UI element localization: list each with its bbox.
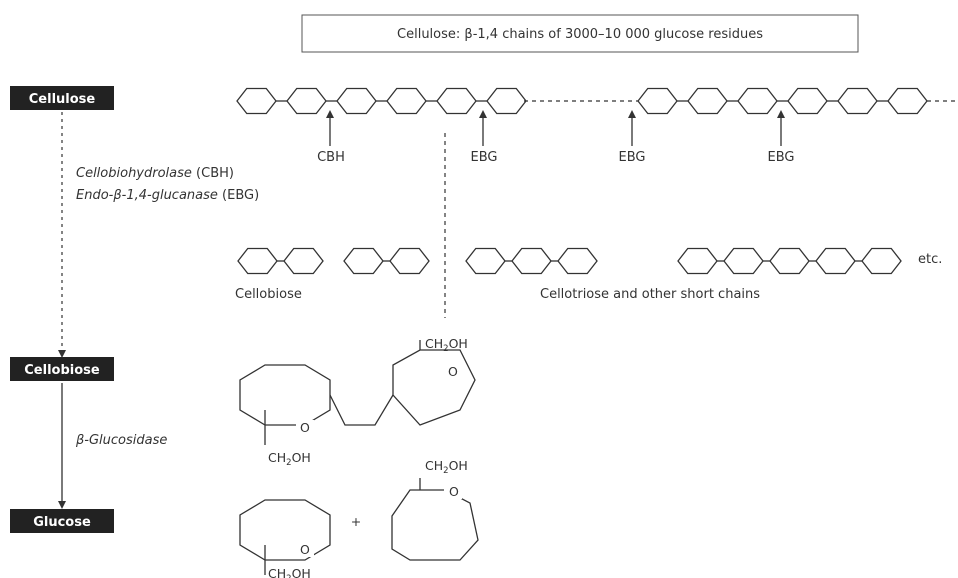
glucose-ch2oh-label-right: CH2OH — [425, 458, 468, 476]
product-chains — [237, 247, 902, 275]
chain-left-ring-1 — [236, 87, 277, 115]
stage-glucose: Glucose — [10, 509, 114, 533]
title-text: Cellulose: β-1,4 chains of 3000–10 000 g… — [397, 27, 763, 42]
cellobiose-product-a-ring-2 — [283, 247, 324, 275]
stage-cellulose-box — [10, 86, 114, 110]
cellotriose-product-ring-3 — [557, 247, 598, 275]
enzyme-bglucosidase-label: β-Glucosidase — [75, 433, 167, 448]
short-chain-product-ring-5 — [861, 247, 902, 275]
chain-right-ring-3 — [737, 87, 778, 115]
cellobiose-product-b-ring-2 — [389, 247, 430, 275]
short-chain-product-ring-2 — [723, 247, 764, 275]
chain-left-ring-6 — [486, 87, 527, 115]
chain-left-ring-3 — [336, 87, 377, 115]
ring-o-mask-left — [296, 420, 314, 435]
chain-left-ring-5 — [436, 87, 477, 115]
cellobiose-product-a-ring-1 — [237, 247, 278, 275]
title-box: Cellulose: β-1,4 chains of 3000–10 000 g… — [301, 14, 859, 53]
chain-right-ring-1 — [637, 87, 678, 115]
stage-glucose-label: Glucose — [33, 515, 91, 530]
ring-o-mask-right — [444, 364, 462, 379]
cellotriose-product-ring-2 — [511, 247, 552, 275]
cut-label-ebg-3: EBG — [768, 150, 795, 165]
cellobiose-ring-left — [239, 364, 331, 426]
short-chain-product-ring-4 — [815, 247, 856, 275]
cellobiose-structure: O O CH2OH CH2OH — [239, 336, 476, 468]
cut-label-ebg-1: EBG — [471, 150, 498, 165]
plus-sign: + — [351, 514, 361, 529]
cellotriose-product-ring-1 — [465, 247, 506, 275]
ch2oh-label-left: CH2OH — [268, 450, 311, 468]
cut-label-cbh: CBH — [317, 150, 345, 165]
glucose-oxygen-right: O — [449, 484, 459, 499]
title-box-frame — [301, 14, 859, 53]
stage-cellulose: Cellulose — [10, 86, 114, 110]
ring-oxygen-left: O — [300, 420, 310, 435]
product-label-cellobiose: Cellobiose — [235, 287, 302, 302]
cut-label-ebg-2: EBG — [619, 150, 646, 165]
short-chain-product-ring-3 — [769, 247, 810, 275]
glucose-o-mask-left — [296, 542, 314, 557]
stage-cellulose-label: Cellulose — [29, 92, 96, 107]
chain-left-ring-4 — [386, 87, 427, 115]
stage-cellobiose-box — [10, 357, 114, 381]
product-label-etc: etc. — [918, 252, 942, 267]
cut-sites: CBH EBG EBG EBG — [317, 110, 795, 165]
ch2oh-label-right: CH2OH — [425, 336, 468, 354]
glucose-oxygen-left: O — [300, 542, 310, 557]
cellobiose-ring-right — [392, 349, 476, 426]
chain-right-ring-2 — [687, 87, 728, 115]
stage-cellobiose: Cellobiose — [10, 357, 114, 381]
cellobiose-product-b-ring-1 — [343, 247, 384, 275]
glucose-o-mask-right — [444, 484, 462, 499]
enzyme-ebg-label: Endo-β-1,4-glucanase (EBG) — [76, 188, 259, 203]
glucose-ring-left — [239, 499, 331, 561]
chain-left-ring-2 — [286, 87, 327, 115]
glucose-structure: O CH2OH + O CH2OH — [239, 458, 479, 578]
short-chain-product-ring-1 — [677, 247, 718, 275]
stage-cellobiose-label: Cellobiose — [24, 363, 100, 378]
glucose-ch2oh-label-left: CH2OH — [268, 566, 311, 578]
stage-glucose-box — [10, 509, 114, 533]
ring-oxygen-right: O — [448, 364, 458, 379]
chain-right-ring-6 — [887, 87, 928, 115]
glucose-ring-right — [391, 489, 479, 561]
chain-right-ring-4 — [787, 87, 828, 115]
glycosidic-bond — [329, 394, 394, 426]
cellulose-chain — [236, 87, 958, 115]
product-label-short-chains: Cellotriose and other short chains — [540, 287, 760, 302]
chain-right-ring-5 — [837, 87, 878, 115]
enzyme-cbh-label: Cellobiohydrolase (CBH) — [76, 166, 234, 181]
